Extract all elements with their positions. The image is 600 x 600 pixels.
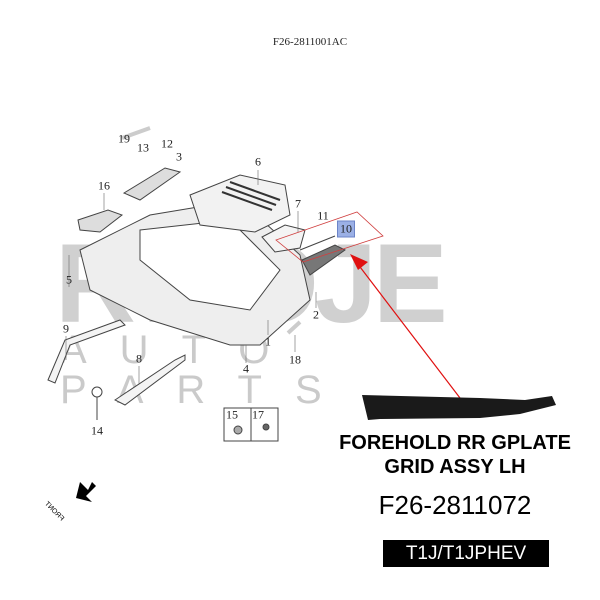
watermark-sub: AUTO PARTS	[60, 328, 355, 412]
callout-14: 14	[91, 423, 103, 438]
callout-17: 17	[252, 407, 264, 422]
diagram-title: F26-2811001AC	[272, 36, 348, 48]
front-arrow-icon	[76, 482, 96, 502]
part-name-line2: GRID ASSY LH	[384, 456, 526, 478]
callout-10: 10	[337, 220, 355, 238]
part-6-cover	[189, 174, 291, 233]
callout-6: 6	[255, 154, 261, 169]
callout-9: 9	[63, 321, 69, 336]
part-name-line1: FOREHOLD RR GPLATE	[339, 432, 571, 454]
part-10-grid	[301, 244, 346, 276]
part-7-lamp-cover	[261, 224, 306, 253]
part-photo	[362, 395, 556, 420]
callout-2: 2	[313, 307, 319, 322]
callout-5: 5	[66, 272, 72, 287]
callout-arrow-line	[356, 262, 461, 399]
callout-1: 1	[265, 334, 271, 349]
callout-13: 13	[137, 140, 149, 155]
callout-arrow-head	[350, 254, 368, 270]
callout-16: 16	[98, 178, 110, 193]
callout-19: 19	[118, 131, 130, 146]
callout-8: 8	[136, 351, 142, 366]
callout-7: 7	[295, 196, 301, 211]
callout-4: 4	[243, 361, 249, 376]
callout-11: 11	[317, 208, 329, 223]
callout-3: 3	[176, 149, 182, 164]
callout-12: 12	[161, 136, 173, 151]
model-badge: T1J/T1JPHEV	[383, 540, 549, 567]
callout-15: 15	[226, 407, 238, 422]
part-number: F26-2811072	[378, 490, 532, 520]
callout-18: 18	[289, 352, 301, 367]
